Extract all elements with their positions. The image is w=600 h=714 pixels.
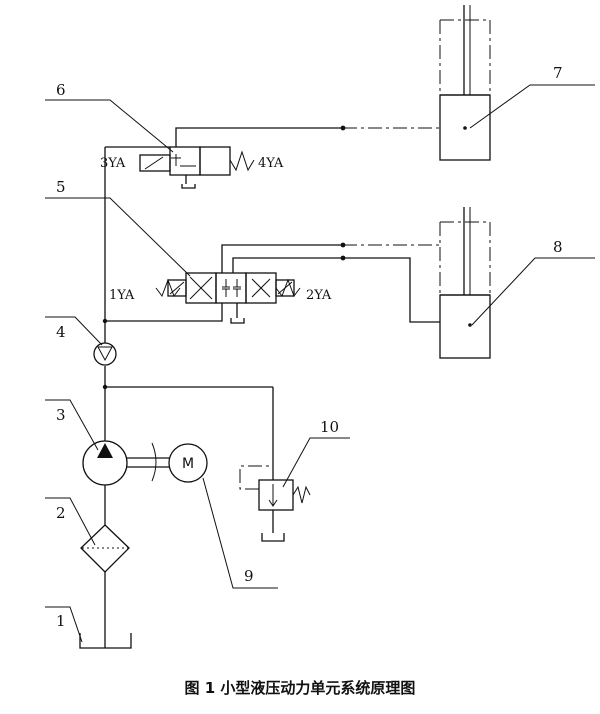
check-valve-symbol <box>93 342 117 366</box>
figure-caption: 图 1 小型液压动力单元系统原理图 <box>184 679 416 697</box>
callout-9: 9 <box>244 567 254 585</box>
shaft-coupling <box>127 442 170 482</box>
callout-3: 3 <box>56 406 66 424</box>
pump-symbol <box>82 440 128 486</box>
valve-6-symbol <box>139 146 255 189</box>
coil-4ya-label: 4YA <box>258 156 284 171</box>
valve-5-symbol <box>155 272 301 324</box>
callout-8: 8 <box>553 238 563 256</box>
filter-symbol <box>80 524 130 573</box>
callout-6: 6 <box>56 81 66 99</box>
motor-symbol: M <box>168 443 208 483</box>
callout-7: 7 <box>553 64 563 82</box>
coil-2ya-label: 2YA <box>306 288 332 303</box>
callout-4: 4 <box>56 323 66 341</box>
motor-label: M <box>182 456 194 472</box>
callout-2: 2 <box>56 504 66 522</box>
cylinder-8-symbol <box>439 207 491 359</box>
callout-1: 1 <box>56 612 66 630</box>
callout-5: 5 <box>56 178 66 196</box>
coil-3ya-label: 3YA <box>100 156 126 171</box>
coil-1ya-label: 1YA <box>109 288 135 303</box>
cylinder-7-symbol <box>439 5 491 161</box>
relief-valve-symbol <box>239 465 311 542</box>
callout-10: 10 <box>320 418 339 436</box>
